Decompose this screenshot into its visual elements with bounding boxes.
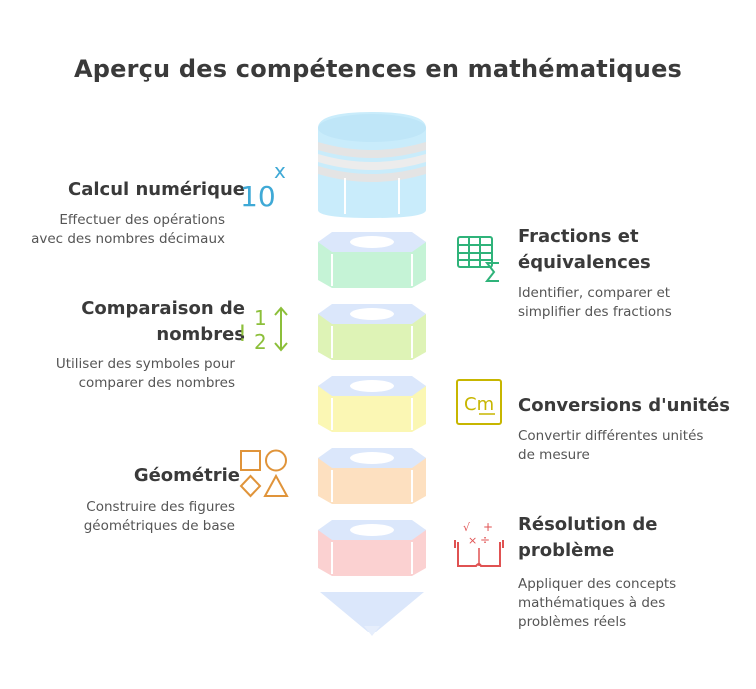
- svg-text:1: 1: [254, 306, 267, 330]
- svg-text:Cm: Cm: [464, 394, 494, 415]
- page-title: Aperçu des compétences en mathématiques: [73, 55, 683, 83]
- ring-geometrie: [318, 448, 426, 504]
- ring-fractions: [318, 232, 426, 288]
- label-calcul-numerique: Calcul numérique: [68, 179, 245, 200]
- desc-geometrie: Construire des figures géométriques de b…: [83, 499, 235, 534]
- svg-text:√: √: [463, 521, 471, 534]
- compare-numbers-icon: ! 1 2: [238, 306, 288, 354]
- ten-power-x-icon: 10 x: [240, 159, 286, 212]
- table-sum-icon: [457, 236, 499, 282]
- stack-funnel: [320, 592, 424, 636]
- desc-conversions: Convertir différentes unités de mesure: [518, 428, 704, 463]
- desc-comparaison: Utiliser des symboles pour comparer des …: [55, 356, 235, 391]
- desc-resolution: Appliquer des concepts mathématiques à d…: [518, 576, 677, 630]
- ring-comparaison: [318, 304, 426, 360]
- svg-text:÷: ÷: [480, 533, 490, 547]
- desc-fractions: Identifier, comparer et simplifier des f…: [518, 285, 672, 320]
- label-conversions: Conversions d'unités: [518, 395, 730, 416]
- desc-calcul-numerique: Effectuer des opérations avec des nombre…: [31, 212, 225, 247]
- svg-text:10: 10: [240, 180, 276, 212]
- label-resolution: Résolution de problème: [518, 514, 658, 561]
- label-comparaison: Comparaison de nombres: [81, 298, 245, 345]
- label-fractions: Fractions et équivalences: [518, 226, 651, 273]
- svg-text:+: +: [483, 520, 493, 534]
- svg-text:×: ×: [468, 534, 477, 547]
- svg-text:!: !: [238, 322, 247, 347]
- svg-text:2: 2: [254, 330, 267, 354]
- ring-resolution: [318, 520, 426, 576]
- geometry-shapes-icon: [239, 449, 289, 498]
- label-geometrie: Géométrie: [133, 465, 240, 486]
- unit-cm-icon: Cm: [456, 379, 502, 425]
- ring-conversions: [318, 376, 426, 432]
- math-book-icon: √ + × ÷: [454, 520, 504, 567]
- svg-text:x: x: [274, 159, 286, 183]
- stack-top-cylinder: [318, 112, 426, 218]
